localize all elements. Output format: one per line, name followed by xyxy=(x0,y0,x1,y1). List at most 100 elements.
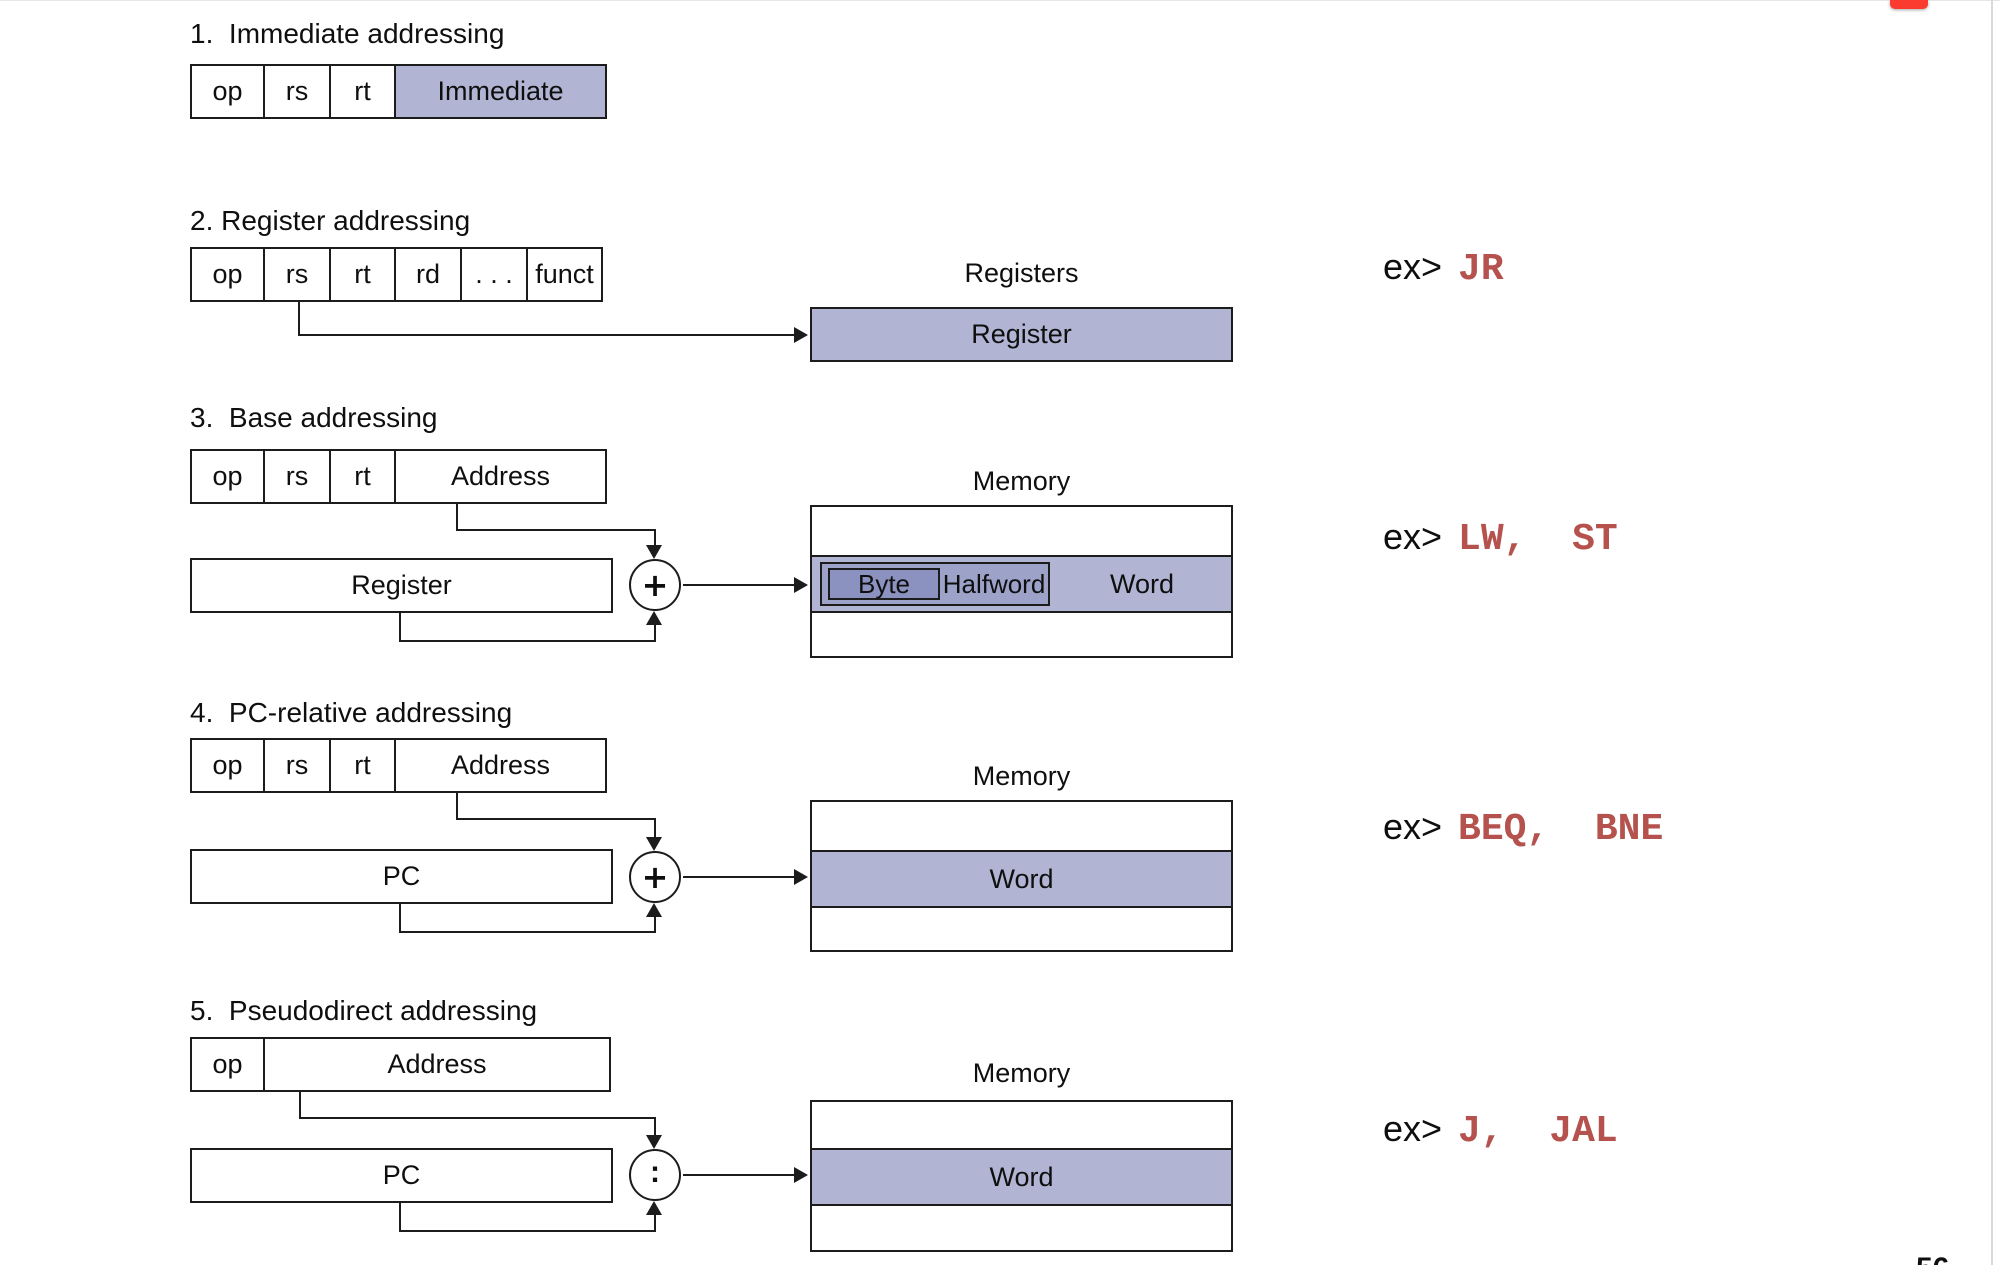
top-divider xyxy=(0,0,2000,1)
field-rt: rt xyxy=(329,64,396,119)
connector-line xyxy=(654,625,656,642)
concat-circle: : xyxy=(629,1149,681,1201)
arrow-right-icon xyxy=(794,327,808,343)
connector-line xyxy=(399,1201,401,1232)
field-address: Address xyxy=(263,1037,611,1092)
connector-line xyxy=(298,334,796,336)
arrow-down-icon xyxy=(646,1135,662,1149)
field-funct: funct xyxy=(526,247,603,302)
memory-row-highlighted: Word xyxy=(812,1150,1231,1206)
connector-line xyxy=(654,818,656,837)
field-rt: rt xyxy=(329,449,396,504)
memory-row xyxy=(812,507,1231,557)
connector-line xyxy=(654,917,656,933)
field-op: op xyxy=(190,449,265,504)
memory-box: Byte Halfword Word xyxy=(810,505,1233,658)
page-number: 56 xyxy=(1916,1252,1949,1265)
adder-circle: + xyxy=(629,559,681,611)
memory-box: Word xyxy=(810,800,1233,952)
memory-label: Memory xyxy=(972,1058,1071,1088)
instruction-fields-3: op rs rt Address xyxy=(190,449,607,504)
arrow-up-icon xyxy=(646,903,662,917)
memory-row-highlighted: Byte Halfword Word xyxy=(812,557,1231,613)
connector-line xyxy=(654,1215,656,1232)
pc-box: PC xyxy=(190,1148,613,1203)
memory-label: Memory xyxy=(972,761,1071,791)
section-1-title: 1. Immediate addressing xyxy=(190,18,505,49)
field-rs: rs xyxy=(263,738,331,793)
connector-line xyxy=(456,529,656,531)
field-rs: rs xyxy=(263,449,331,504)
red-tab-button[interactable] xyxy=(1890,0,1928,9)
arrow-up-icon xyxy=(646,1201,662,1215)
connector-line xyxy=(399,902,401,933)
byte-box: Byte xyxy=(828,568,940,600)
example-instructions: J, JAL xyxy=(1458,1110,1618,1153)
connector-line xyxy=(399,611,401,642)
connector-line xyxy=(456,791,458,820)
arrow-up-icon xyxy=(646,611,662,625)
connector-line xyxy=(399,931,656,933)
memory-row xyxy=(812,802,1231,852)
memory-box: Word xyxy=(810,1100,1233,1252)
instruction-fields-4: op rs rt Address xyxy=(190,738,607,793)
memory-label: Memory xyxy=(972,466,1071,496)
example-instructions: JR xyxy=(1458,248,1504,291)
example-pc-relative: ex> BEQ, BNE xyxy=(1383,806,1663,851)
connector-line xyxy=(299,1090,301,1119)
section-5-title: 5. Pseudodirect addressing xyxy=(190,995,538,1026)
arrow-right-icon xyxy=(794,1167,808,1183)
example-pseudodirect: ex> J, JAL xyxy=(1383,1108,1618,1153)
field-rt: rt xyxy=(329,738,396,793)
connector-line xyxy=(399,640,656,642)
field-address: Address xyxy=(394,449,607,504)
halfword-box: Byte Halfword xyxy=(820,562,1050,606)
section-2-title: 2. Register addressing xyxy=(190,205,471,236)
field-rs: rs xyxy=(263,64,331,119)
word-label: Word xyxy=(1109,568,1175,599)
memory-row xyxy=(812,613,1231,656)
connector-line xyxy=(654,529,656,547)
example-register: ex> JR xyxy=(1383,246,1504,291)
memory-row-highlighted: Word xyxy=(812,852,1231,908)
arrow-down-icon xyxy=(646,837,662,851)
example-prefix: ex> xyxy=(1383,1108,1443,1149)
example-base: ex> LW, ST xyxy=(1383,516,1618,561)
memory-row xyxy=(812,1206,1231,1250)
section-3-title: 3. Base addressing xyxy=(190,402,438,433)
connector-line xyxy=(456,502,458,531)
memory-row xyxy=(812,1102,1231,1150)
field-rd: rd xyxy=(394,247,462,302)
connector-line xyxy=(399,1230,656,1232)
field-op: op xyxy=(190,1037,265,1092)
connector-line xyxy=(299,1117,656,1119)
halfword-label: Halfword xyxy=(942,568,1046,599)
arrow-right-icon xyxy=(794,869,808,885)
example-instructions: BEQ, BNE xyxy=(1458,808,1664,851)
field-rs: rs xyxy=(263,247,331,302)
connector-line xyxy=(456,818,656,820)
field-rt: rt xyxy=(329,247,396,302)
instruction-fields-2: op rs rt rd . . . funct xyxy=(190,247,603,302)
field-address: Address xyxy=(394,738,607,793)
memory-row xyxy=(812,908,1231,950)
connector-line xyxy=(683,876,796,878)
connector-line xyxy=(654,1117,656,1135)
instruction-fields-5: op Address xyxy=(190,1037,611,1092)
field-immediate: Immediate xyxy=(394,64,607,119)
connector-line xyxy=(298,300,300,336)
right-divider xyxy=(1991,0,1993,1265)
field-op: op xyxy=(190,247,265,302)
example-prefix: ex> xyxy=(1383,516,1443,557)
example-instructions: LW, ST xyxy=(1458,518,1618,561)
field-op: op xyxy=(190,64,265,119)
register-box: Register xyxy=(190,558,613,613)
register-box: Register xyxy=(810,307,1233,362)
instruction-fields-1: op rs rt Immediate xyxy=(190,64,607,119)
connector-line xyxy=(683,1174,796,1176)
example-prefix: ex> xyxy=(1383,806,1443,847)
pc-box: PC xyxy=(190,849,613,904)
connector-line xyxy=(683,584,796,586)
arrow-right-icon xyxy=(794,577,808,593)
